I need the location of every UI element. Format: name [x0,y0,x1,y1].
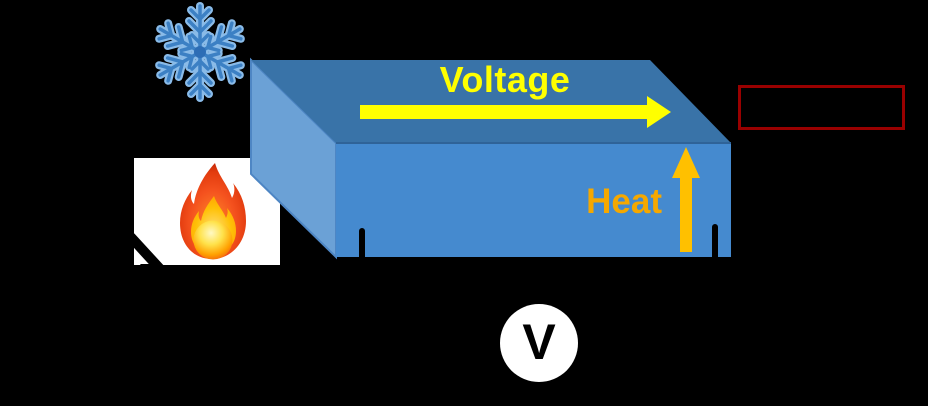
voltage-label: Voltage [439,59,571,100]
box-front-face [336,143,731,257]
wire-stub-right [712,224,718,262]
heat-arrow-icon [672,147,700,252]
box-top-face [251,60,731,143]
wire-stub-left [359,228,365,262]
thermoelectric-box [250,57,731,260]
voltmeter-icon: V [500,304,578,382]
annotation-box [738,85,905,130]
voltage-arrow-icon [360,96,671,128]
snowflake-icon [155,6,246,98]
connector-line-fragment [134,233,164,265]
heat-label: Heat [586,182,662,221]
voltmeter-label: V [522,314,556,370]
